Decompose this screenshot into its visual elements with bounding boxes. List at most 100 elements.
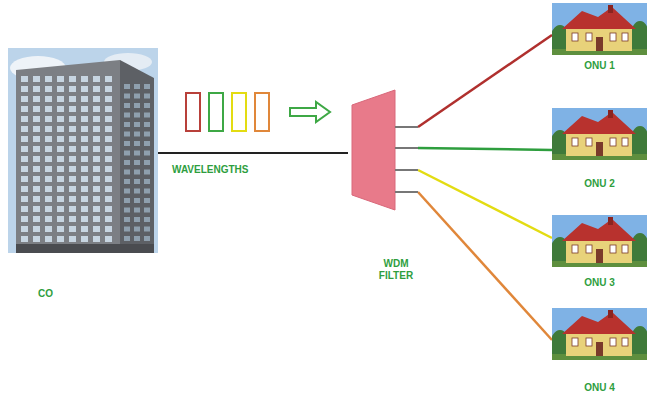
window: [69, 206, 76, 212]
window: [134, 94, 140, 99]
window: [144, 132, 150, 137]
free-label: WAVELENGTHS: [172, 164, 248, 176]
window: [144, 217, 150, 222]
window: [144, 122, 150, 127]
onu-house-picture: [552, 215, 647, 267]
window: [124, 122, 130, 127]
window: [33, 96, 40, 102]
house-wall: [566, 27, 632, 51]
wavelength-yellow: [232, 93, 246, 131]
window: [69, 186, 76, 192]
window: [93, 76, 100, 82]
window: [57, 116, 64, 122]
node-label: ONU 1: [552, 60, 647, 72]
house-wall: [566, 132, 632, 156]
window: [21, 106, 28, 112]
window: [124, 189, 130, 194]
window: [105, 186, 112, 192]
window: [21, 196, 28, 202]
window: [21, 86, 28, 92]
window: [93, 146, 100, 152]
window: [57, 76, 64, 82]
window: [69, 226, 76, 232]
house-door: [596, 142, 603, 156]
window: [144, 236, 150, 241]
building-side: [120, 60, 154, 253]
window: [33, 76, 40, 82]
filter-port: [395, 147, 418, 149]
window: [124, 227, 130, 232]
window: [134, 189, 140, 194]
window: [33, 126, 40, 132]
window: [33, 116, 40, 122]
central-office-picture: [8, 48, 158, 253]
window: [69, 146, 76, 152]
house-window: [572, 138, 578, 146]
window: [105, 136, 112, 142]
wavelength-orange: [255, 93, 269, 131]
window: [69, 176, 76, 182]
house-window: [586, 33, 592, 41]
window: [144, 189, 150, 194]
house-window: [586, 245, 592, 253]
fiber-link: [418, 170, 552, 238]
window: [21, 156, 28, 162]
window: [81, 186, 88, 192]
window: [45, 186, 52, 192]
window: [105, 116, 112, 122]
window: [21, 126, 28, 132]
window: [57, 196, 64, 202]
window: [105, 226, 112, 232]
filter-port: [395, 126, 418, 128]
wdm-filter-shape: [352, 90, 395, 210]
house-roof: [562, 219, 636, 241]
window: [45, 146, 52, 152]
window: [57, 156, 64, 162]
window: [93, 156, 100, 162]
house-roof: [562, 112, 636, 134]
fiber-link: [418, 35, 552, 127]
window: [21, 96, 28, 102]
window: [57, 106, 64, 112]
window: [45, 176, 52, 182]
window: [134, 113, 140, 118]
wavelength-green: [209, 93, 223, 131]
window: [81, 76, 88, 82]
direction-arrow: [290, 102, 330, 122]
window: [21, 236, 28, 242]
window: [81, 196, 88, 202]
wdm-filter-picture: [348, 86, 418, 216]
window: [134, 84, 140, 89]
window: [69, 126, 76, 132]
window: [144, 103, 150, 108]
window: [93, 106, 100, 112]
window: [21, 166, 28, 172]
window: [45, 166, 52, 172]
window: [45, 116, 52, 122]
window: [93, 186, 100, 192]
window: [33, 86, 40, 92]
house-window: [622, 245, 628, 253]
window: [93, 166, 100, 172]
window: [33, 166, 40, 172]
window: [81, 86, 88, 92]
window: [144, 170, 150, 175]
window: [134, 217, 140, 222]
node-label: ONU 3: [552, 277, 647, 289]
window: [69, 156, 76, 162]
window: [57, 96, 64, 102]
window: [93, 216, 100, 222]
window: [124, 179, 130, 184]
window: [93, 176, 100, 182]
window: [93, 86, 100, 92]
house-window: [586, 138, 592, 146]
street-level: [16, 244, 154, 253]
window: [21, 206, 28, 212]
wavelength-red: [186, 93, 200, 131]
onu-house: ONU 1: [552, 3, 647, 75]
chimney: [608, 217, 613, 225]
window: [105, 216, 112, 222]
window: [45, 206, 52, 212]
central-office: CO: [8, 48, 158, 310]
window: [45, 86, 52, 92]
